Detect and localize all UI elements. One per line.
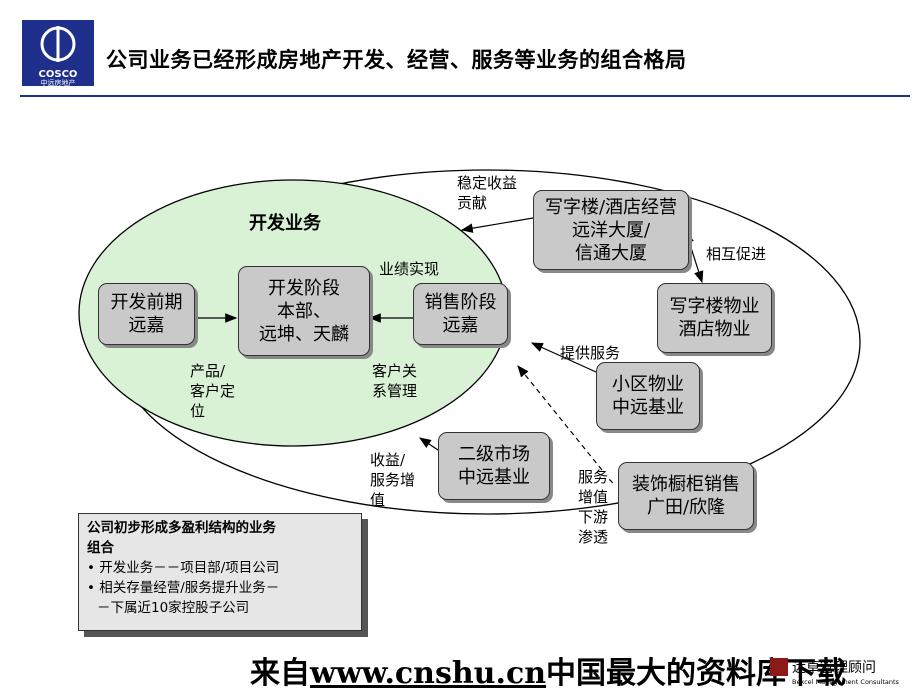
brand-cn: 远卓管理顾问 — [792, 660, 876, 676]
node-dev-hq: 开发阶段 本部、 远坤、天麟 — [238, 266, 370, 356]
node-pre-dev: 开发前期 远嘉 — [98, 283, 195, 345]
label-provide-service: 提供服务 — [560, 344, 621, 362]
label-stable-income: 稳定收益 贡献 — [457, 174, 518, 212]
cosco-logo: COSCO 中远房地产 — [22, 20, 94, 87]
node-community-property: 小区物业 中远基业 — [596, 362, 700, 430]
footer-prefix: 来自 — [250, 656, 310, 691]
arrow-secondary-to-dev — [419, 437, 439, 451]
svg-text:COSCO: COSCO — [39, 69, 78, 80]
footer-suffix: 中国最大的资料库下载 — [546, 656, 847, 691]
arrow-community-to-dev — [530, 342, 597, 373]
summary-box: 公司初步形成多盈利结构的业务 组合 • 开发业务－－项目部/项目公司 • 相关存… — [78, 513, 362, 631]
summary-heading: 公司初步形成多盈利结构的业务 组合 — [87, 520, 276, 556]
footer-source: 来自www.cnshu.cn中国最大的资料库下载 — [250, 648, 846, 692]
brand-en: Bexcel Management Consultants — [792, 678, 900, 686]
summary-bullet: • 相关存量经营/服务提升业务－ －下属近10家控股子公司 — [87, 580, 280, 616]
node-office-hotel: 写字楼/酒店经营 远洋大厦/ 信通大厦 — [533, 190, 689, 270]
label-product-positioning: 产品/ 客户定 位 — [190, 362, 236, 420]
footer-url-link[interactable]: www.cnshu.cn — [310, 656, 547, 691]
node-sales: 销售阶段 远嘉 — [413, 283, 508, 345]
label-income-value-added: 收益/ 服务增 值 — [370, 451, 416, 509]
node-decoration: 装饰橱柜销售 广田/欣隆 — [618, 462, 754, 530]
node-office-property: 写字楼物业 酒店物业 — [657, 283, 772, 353]
logo-text: 中远房地产 — [41, 78, 76, 86]
label-mutual-promotion: 相互促进 — [706, 245, 767, 263]
bexcel-logo: 远卓管理顾问 Bexcel Management Consultants — [768, 654, 918, 690]
title-divider — [20, 95, 910, 97]
arrow-office-to-dev — [460, 217, 534, 233]
label-customer-relations: 客户关 系管理 — [372, 362, 418, 400]
page-title: 公司业务已经形成房地产开发、经营、服务等业务的组合格局 — [106, 48, 687, 72]
summary-bullet: • 开发业务－－项目部/项目公司 — [87, 560, 280, 576]
label-performance: 业绩实现 — [379, 260, 440, 278]
node-secondary-market: 二级市场 中远基业 — [438, 432, 550, 500]
label-service-value-added: 服务、 增值 下游 渗透 — [578, 468, 624, 546]
arrow-decoration-dashed — [517, 365, 603, 471]
dev-group-title: 开发业务 — [249, 213, 321, 234]
